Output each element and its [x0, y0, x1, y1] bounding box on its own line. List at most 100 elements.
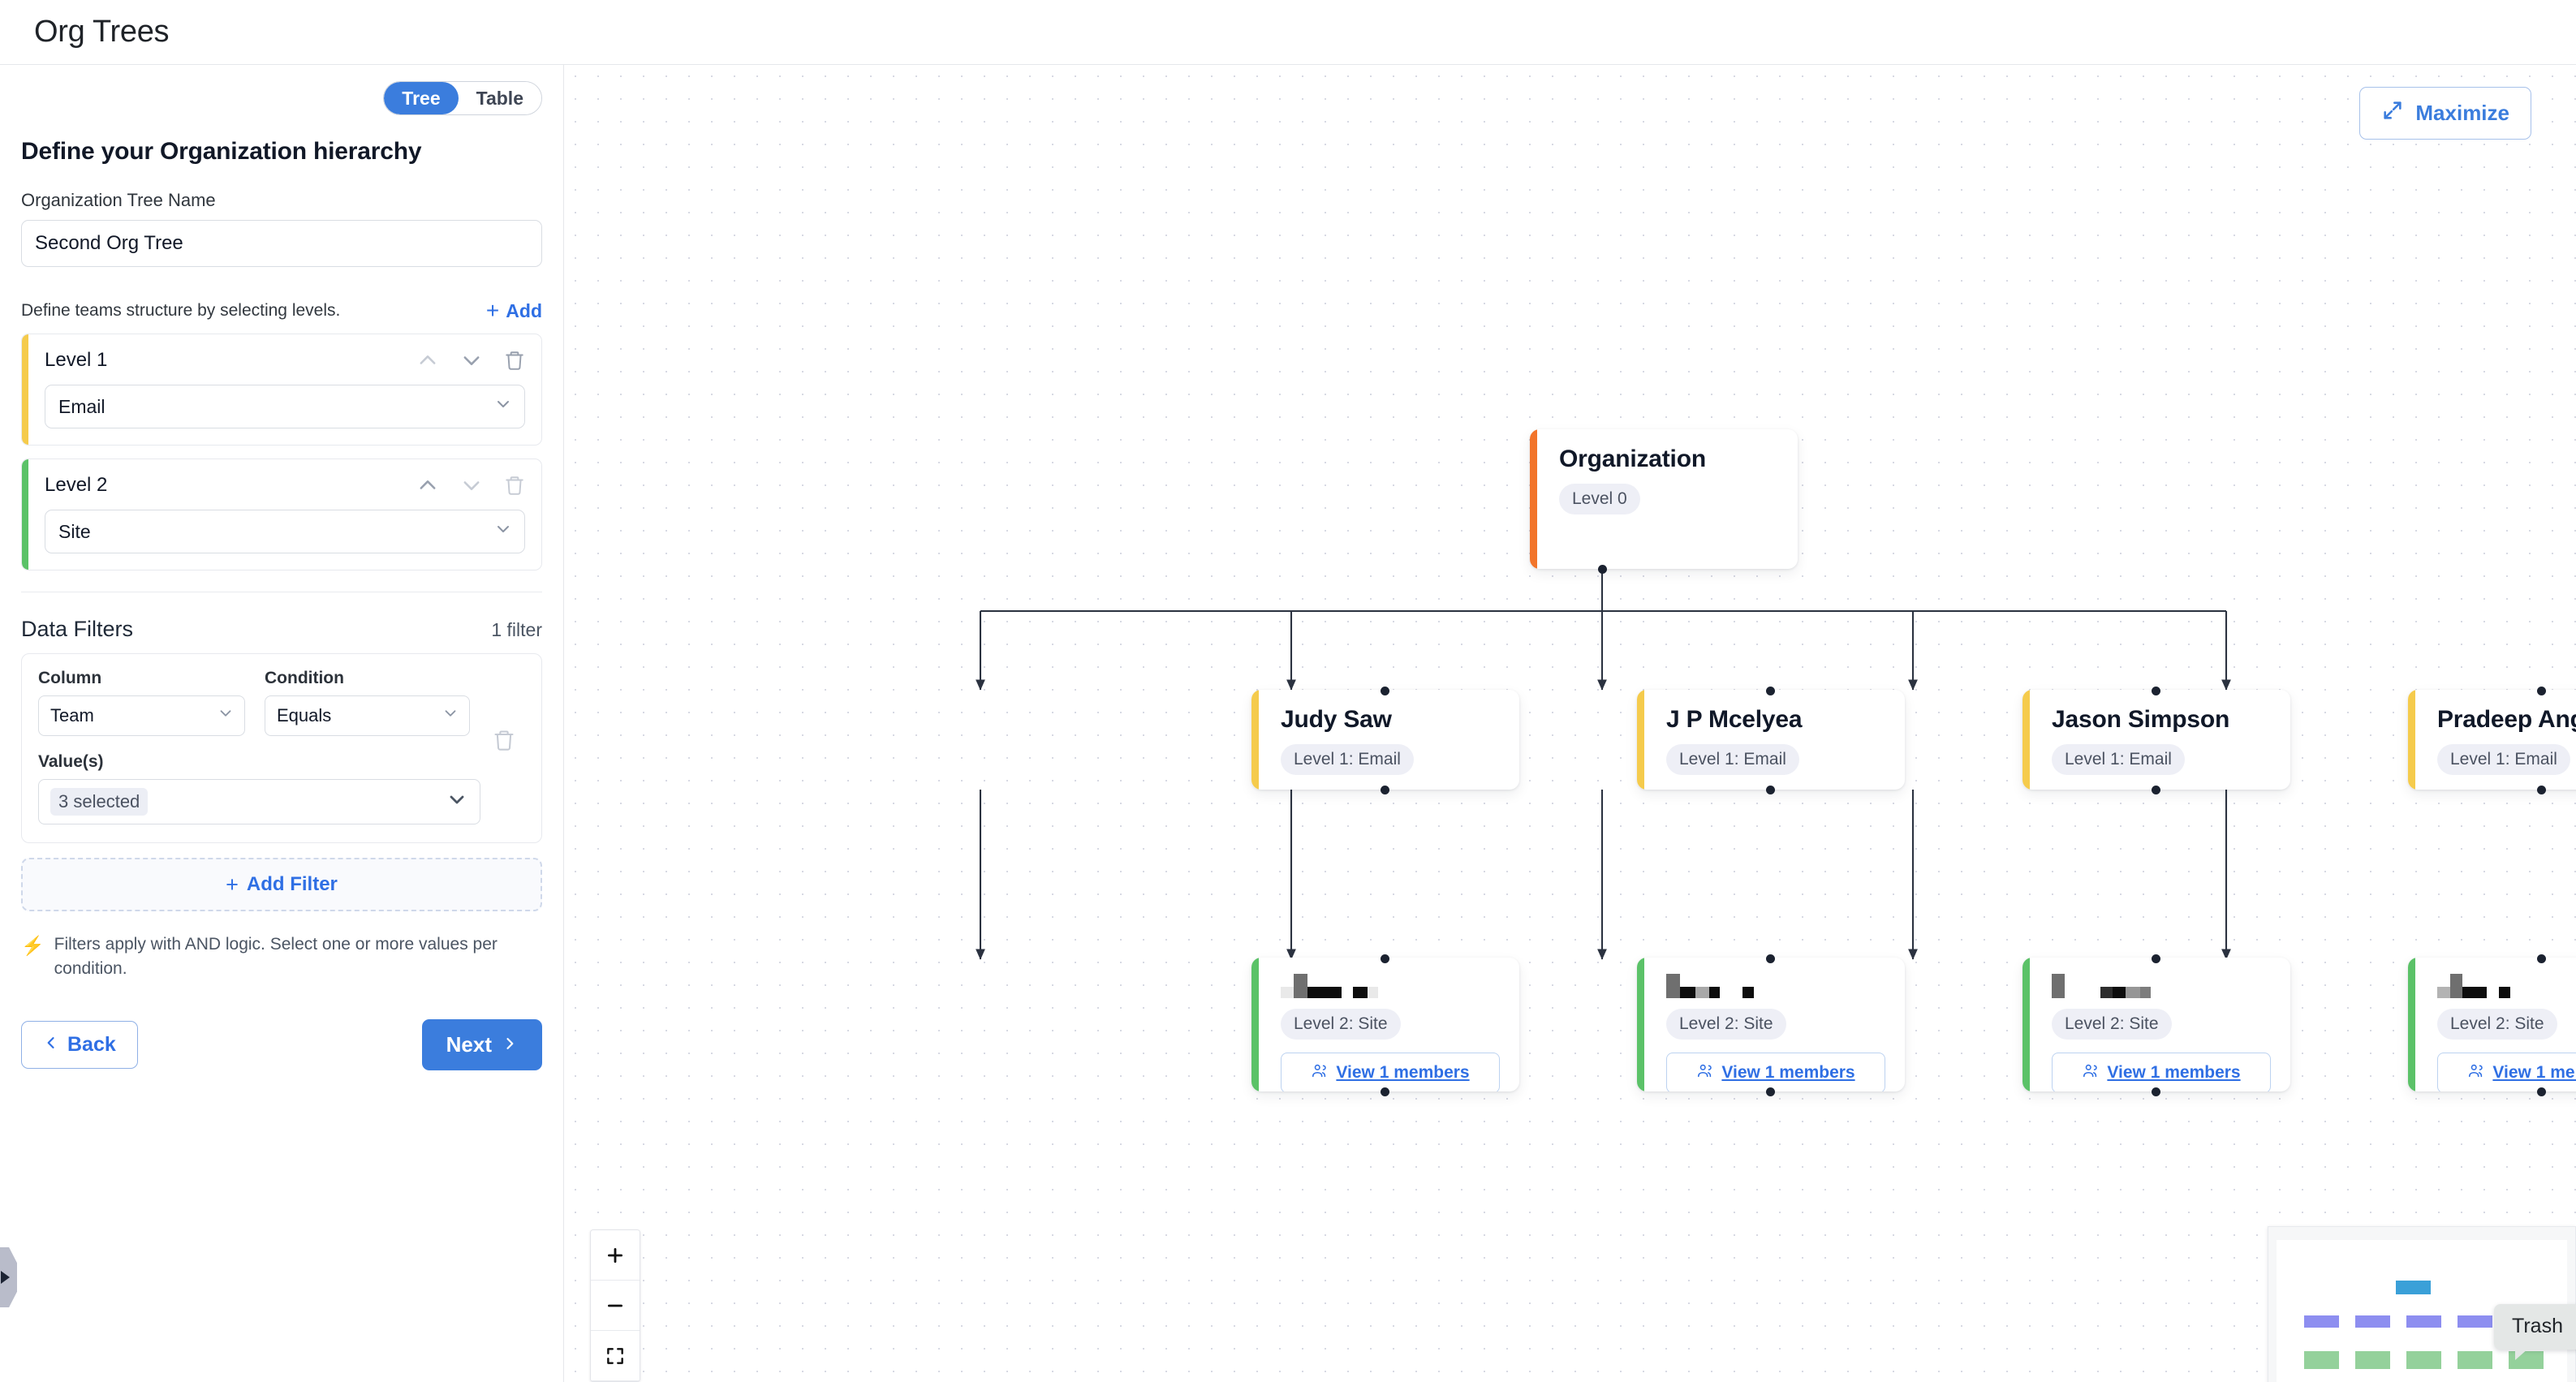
- filter-column-select[interactable]: Team: [38, 695, 245, 736]
- chevron-down-icon: [217, 704, 235, 727]
- node-level-badge: Level 2: Site: [1666, 1009, 1786, 1040]
- node-stripe: [1251, 958, 1259, 1091]
- filter-card: Column Team Condition Equals: [21, 653, 542, 843]
- delete-level-button[interactable]: [504, 350, 525, 371]
- level-field-value: Email: [58, 395, 106, 417]
- delete-level-button[interactable]: [504, 475, 525, 496]
- members-icon: [2082, 1061, 2100, 1084]
- minimap[interactable]: [2268, 1226, 2576, 1382]
- org-node-level1-4[interactable]: Pradeep Angadi Level 1: Email: [2408, 690, 2576, 790]
- view-members-button[interactable]: View 1 members: [1281, 1053, 1500, 1091]
- node-stripe: [2022, 958, 2030, 1091]
- level-card-1: Level 1 Email: [21, 334, 542, 446]
- node-port-top: [2152, 954, 2160, 963]
- node-stripe: [1637, 690, 1644, 790]
- org-node-level2-4[interactable]: Level 2: Site View 1 members: [2408, 958, 2576, 1091]
- tab-table[interactable]: Table: [458, 82, 541, 114]
- node-port-bottom: [2537, 786, 2546, 794]
- org-node-level1-1[interactable]: Judy Saw Level 1: Email: [1251, 690, 1519, 790]
- org-node-level1-3[interactable]: Jason Simpson Level 1: Email: [2022, 690, 2290, 790]
- filter-condition-group: Condition Equals: [265, 669, 470, 736]
- next-button[interactable]: Next: [421, 1018, 542, 1070]
- tree-name-input[interactable]: [21, 220, 542, 267]
- org-node-level1-2[interactable]: J P Mcelyea Level 1: Email: [1637, 690, 1905, 790]
- org-node-level2-3[interactable]: Level 2: Site View 1 members: [2022, 958, 2290, 1091]
- delete-filter-button[interactable]: [493, 729, 515, 751]
- node-body: Level 2: Site View 1 members: [2408, 958, 2576, 1091]
- org-node-level2-2[interactable]: Level 2: Site View 1 members: [1637, 958, 1905, 1091]
- node-port-bottom: [1381, 1087, 1389, 1096]
- move-level-up-button[interactable]: [416, 474, 439, 497]
- members-icon: [2467, 1061, 2485, 1084]
- node-title-redacted: [2052, 971, 2271, 998]
- fit-view-button[interactable]: [591, 1331, 640, 1381]
- filter-column-group: Column Team: [38, 669, 245, 736]
- level-actions: [416, 349, 525, 372]
- node-title-redacted: [1666, 971, 1885, 998]
- filter-column-value: Team: [50, 705, 94, 725]
- node-title: Pradeep Angadi: [2437, 706, 2576, 733]
- minimap-node-level2: [2304, 1351, 2339, 1369]
- level-actions: [416, 474, 525, 497]
- org-node-root[interactable]: Organization Level 0: [1530, 429, 1798, 569]
- level-card-header: Level 2: [40, 474, 525, 497]
- column-label: Column: [38, 669, 102, 687]
- minimap-node-level1: [2406, 1315, 2441, 1328]
- node-port-top: [1381, 687, 1389, 695]
- filters-note-text: Filters apply with AND logic. Select one…: [54, 935, 498, 979]
- org-tree-canvas[interactable]: Maximize: [564, 65, 2576, 1382]
- node-level-badge: Level 2: Site: [1281, 1009, 1401, 1040]
- move-level-down-button[interactable]: [460, 474, 483, 497]
- chevron-down-icon: [493, 394, 513, 419]
- node-port-top: [2152, 687, 2160, 695]
- view-members-button[interactable]: View 1 members: [2052, 1053, 2271, 1091]
- node-title: Judy Saw: [1281, 706, 1392, 733]
- node-stripe: [1530, 429, 1537, 569]
- level-field-select-2[interactable]: Site: [45, 510, 525, 553]
- node-stripe: [1637, 958, 1644, 1091]
- node-port-bottom: [1598, 565, 1607, 574]
- chevron-right-icon: [502, 1032, 518, 1057]
- view-members-button[interactable]: View 1 members: [1666, 1053, 1885, 1091]
- zoom-in-button[interactable]: [591, 1230, 640, 1281]
- back-button[interactable]: Back: [21, 1020, 138, 1069]
- add-level-button[interactable]: + Add: [486, 299, 542, 322]
- level-field-select-1[interactable]: Email: [45, 385, 525, 428]
- node-port-bottom: [2152, 1087, 2160, 1096]
- sidebar-collapse-handle[interactable]: [0, 1247, 17, 1307]
- node-title: Jason Simpson: [2052, 706, 2230, 733]
- move-level-down-button[interactable]: [460, 349, 483, 372]
- view-members-button[interactable]: View 1 members: [2437, 1053, 2576, 1091]
- view-toggle[interactable]: Tree Table: [383, 81, 542, 115]
- tab-tree[interactable]: Tree: [384, 82, 459, 114]
- add-level-label: Add: [506, 299, 542, 321]
- maximize-label: Maximize: [2415, 101, 2509, 125]
- node-title: Organization: [1559, 446, 1706, 472]
- node-body: Pradeep Angadi Level 1: Email: [2408, 690, 2576, 790]
- node-level-badge: Level 1: Email: [2052, 744, 2185, 775]
- condition-label: Condition: [265, 669, 344, 687]
- node-stripe: [2022, 690, 2030, 790]
- add-filter-label: Add Filter: [246, 873, 338, 895]
- level-field-value: Site: [58, 520, 91, 542]
- node-level-badge: Level 2: Site: [2437, 1009, 2557, 1040]
- org-node-level2-1[interactable]: Level 2: Site View 1 members: [1251, 958, 1519, 1091]
- filter-condition-select[interactable]: Equals: [265, 695, 470, 736]
- move-level-up-button[interactable]: [416, 349, 439, 372]
- filter-values-select[interactable]: 3 selected: [38, 779, 480, 824]
- tree-name-label: Organization Tree Name: [21, 190, 216, 210]
- node-port-top: [2537, 687, 2546, 695]
- add-filter-button[interactable]: + Add Filter: [21, 858, 542, 911]
- values-label: Value(s): [38, 752, 104, 771]
- node-level-badge: Level 1: Email: [2437, 744, 2570, 775]
- maximize-button[interactable]: Maximize: [2359, 87, 2531, 140]
- node-port-top: [1766, 687, 1775, 695]
- data-filters-header: Data Filters 1 filter: [21, 617, 542, 642]
- zoom-out-button[interactable]: [591, 1281, 640, 1331]
- minimap-node-root: [2396, 1281, 2431, 1294]
- chevron-down-icon: [446, 789, 468, 816]
- level-name: Level 1: [45, 349, 108, 371]
- node-title: J P Mcelyea: [1666, 706, 1803, 733]
- node-port-bottom: [2537, 1087, 2546, 1096]
- sidebar-heading: Define your Organization hierarchy: [21, 138, 422, 165]
